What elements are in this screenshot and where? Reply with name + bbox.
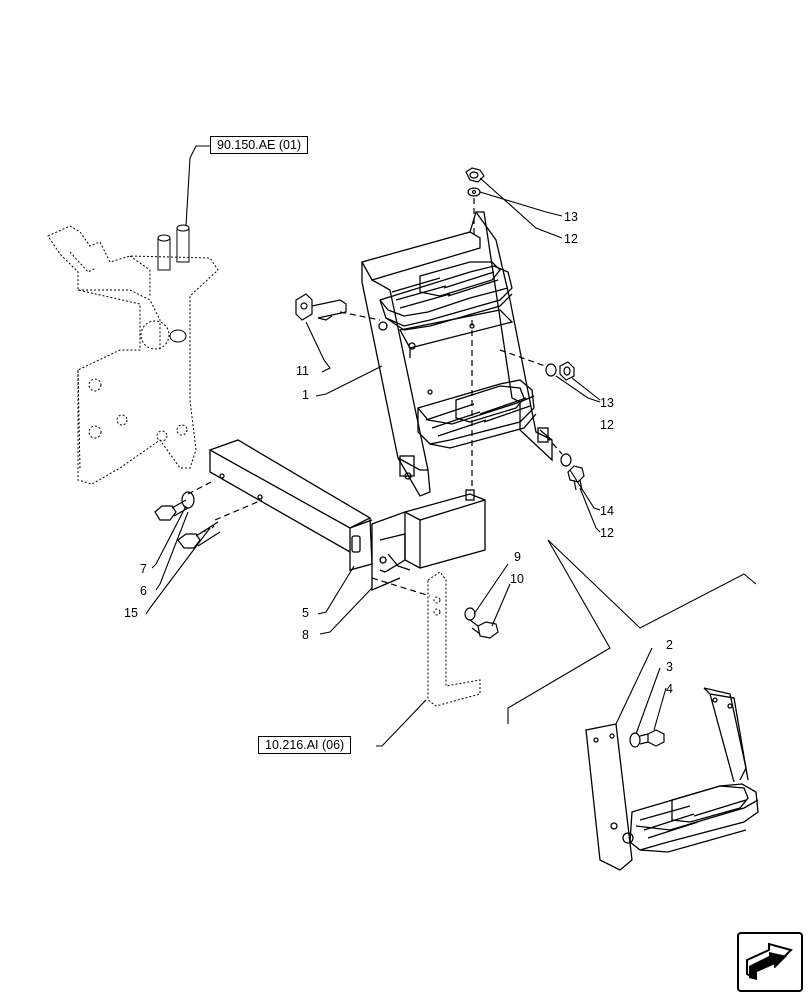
callout-10: 10 bbox=[510, 572, 524, 586]
nut-13-top bbox=[465, 167, 485, 183]
ghost-lower-bracket bbox=[427, 571, 481, 707]
reference-10-216-ai[interactable]: 10.216.AI (06) bbox=[258, 736, 352, 754]
bolt-15 bbox=[177, 521, 221, 549]
washer-12-mid bbox=[545, 363, 557, 377]
bolt-10 bbox=[469, 619, 499, 639]
callout-5: 5 bbox=[302, 606, 309, 620]
detail-step bbox=[585, 687, 759, 871]
next-page-button[interactable] bbox=[737, 932, 803, 992]
reference-90-150-ae[interactable]: 90.150.AE (01) bbox=[210, 136, 309, 154]
callout-15: 15 bbox=[124, 606, 138, 620]
callout-8: 8 bbox=[302, 628, 309, 642]
washer-3 bbox=[629, 732, 641, 748]
lock-pin-11 bbox=[295, 293, 347, 321]
step-ladder bbox=[361, 211, 553, 497]
leader-lines bbox=[145, 145, 667, 747]
nut-13-mid bbox=[559, 361, 575, 381]
callout-3: 3 bbox=[666, 660, 673, 674]
callout-9: 9 bbox=[514, 550, 521, 564]
ghost-bolts bbox=[157, 224, 190, 343]
callout-13-mid: 13 bbox=[600, 396, 614, 410]
washer-12-low bbox=[560, 453, 572, 467]
washer-9 bbox=[464, 607, 476, 621]
next-page-arrow-icon bbox=[746, 942, 793, 980]
callout-1: 1 bbox=[302, 388, 309, 402]
callout-2: 2 bbox=[666, 638, 673, 652]
ghost-frame-bracket bbox=[47, 225, 219, 485]
callout-12-mid: 12 bbox=[600, 418, 614, 432]
callout-11: 11 bbox=[296, 364, 309, 378]
callout-6: 6 bbox=[140, 584, 147, 598]
callout-4: 4 bbox=[666, 682, 673, 696]
detail-view-outline bbox=[507, 539, 757, 724]
callout-13-top: 13 bbox=[564, 210, 578, 224]
washer-6 bbox=[181, 491, 195, 509]
mounting-bracket bbox=[371, 489, 486, 591]
washer-12-top bbox=[467, 187, 481, 197]
bolt-4 bbox=[639, 729, 665, 747]
support-arm bbox=[208, 439, 373, 571]
bolt-7 bbox=[154, 499, 189, 521]
callout-7: 7 bbox=[140, 562, 147, 576]
bolt-14 bbox=[567, 465, 585, 491]
callout-12-low: 12 bbox=[600, 526, 614, 540]
callout-14: 14 bbox=[600, 504, 614, 518]
callout-12-top: 12 bbox=[564, 232, 578, 246]
